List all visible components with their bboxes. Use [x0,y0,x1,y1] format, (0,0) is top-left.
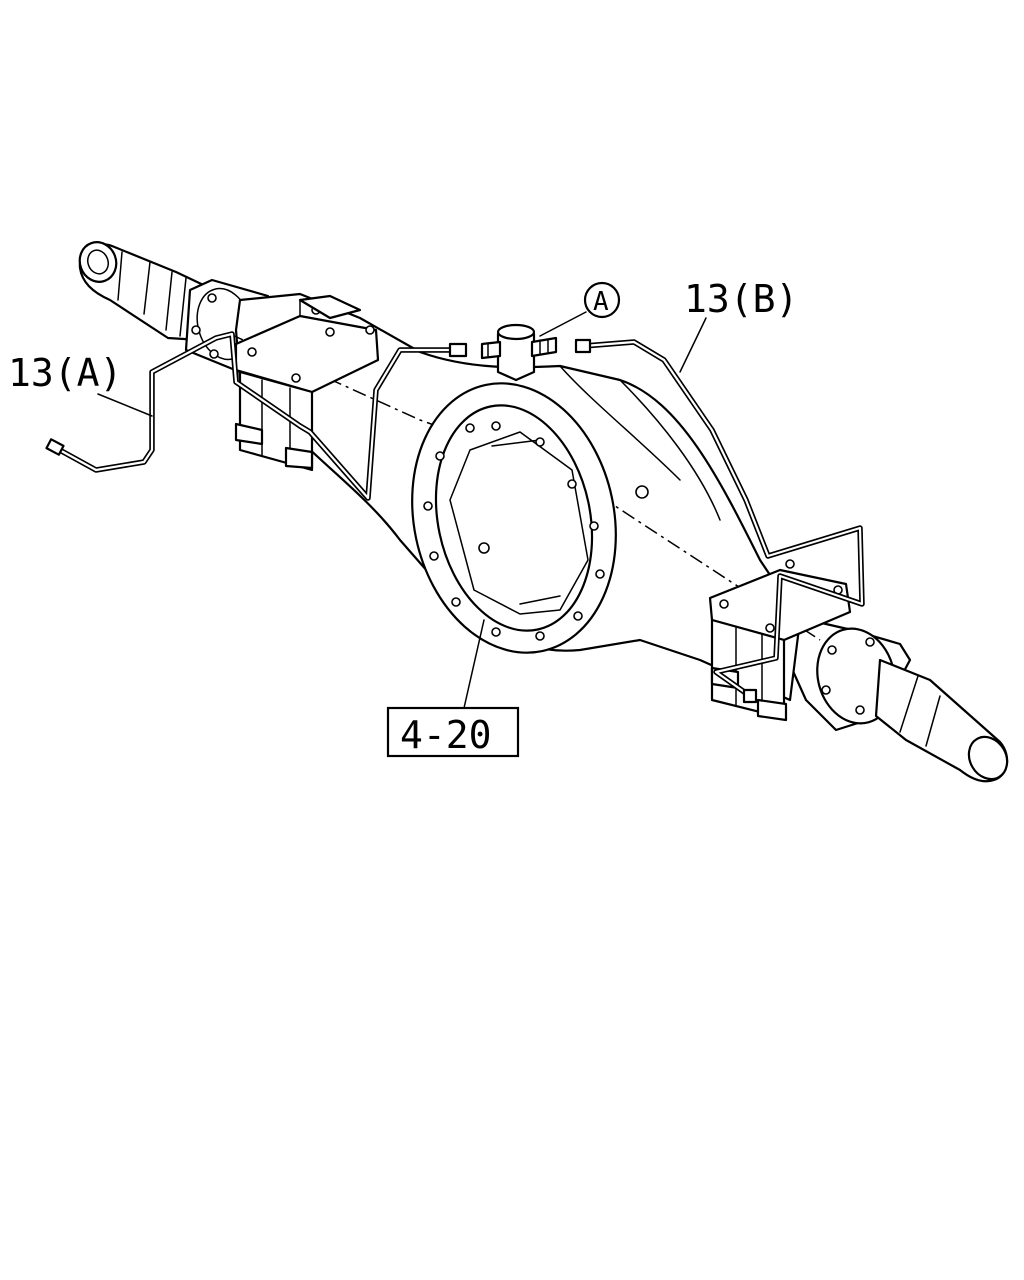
detail-marker-label: A [593,287,609,317]
tee-fitting [480,323,558,382]
right-axle-spindle [874,658,1009,783]
pipe-b-fitting-end [742,688,758,704]
reference-box [386,706,520,758]
differential-carrier-ring [411,382,617,654]
detail-marker-circle [583,281,621,319]
brake-pipe-a [45,331,468,501]
reference-box-label: 4-20 [400,713,492,757]
left-axle-spindle [78,241,216,342]
callout-13b: 13(B) [684,277,798,321]
pipe-a-fitting-connector [448,342,468,358]
pipe-a-fitting-end [45,438,65,456]
callout-13a: 13(A) [8,351,122,395]
leader-lines [97,311,707,709]
pipe-b-fitting-connector [574,338,592,354]
brake-pipe-b [574,338,865,704]
